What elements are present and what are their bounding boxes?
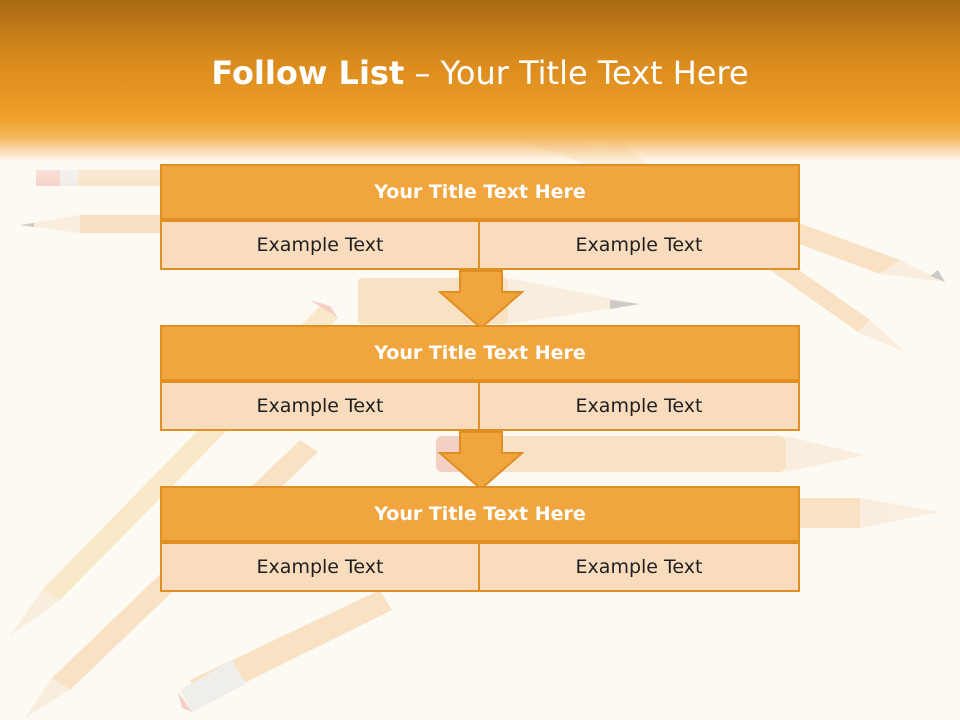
block-cell-right[interactable]: Example Text	[480, 381, 800, 431]
slide-title-bold: Follow List	[211, 54, 405, 92]
block-title[interactable]: Your Title Text Here	[160, 325, 800, 381]
header-band	[0, 0, 960, 190]
block-cell-left[interactable]: Example Text	[160, 220, 480, 270]
block-title[interactable]: Your Title Text Here	[160, 164, 800, 220]
down-arrow-icon	[438, 270, 524, 330]
block-cell-left[interactable]: Example Text	[160, 381, 480, 431]
block-cell-right[interactable]: Example Text	[480, 220, 800, 270]
block-cell-right[interactable]: Example Text	[480, 542, 800, 592]
block-title[interactable]: Your Title Text Here	[160, 486, 800, 542]
block-cell-left[interactable]: Example Text	[160, 542, 480, 592]
pencil-graphic	[800, 498, 940, 528]
slide-title: Follow List – Your Title Text Here	[0, 54, 960, 92]
slide-title-rest: – Your Title Text Here	[404, 54, 749, 92]
pencil-graphic	[178, 590, 392, 712]
down-arrow-icon	[438, 431, 524, 491]
